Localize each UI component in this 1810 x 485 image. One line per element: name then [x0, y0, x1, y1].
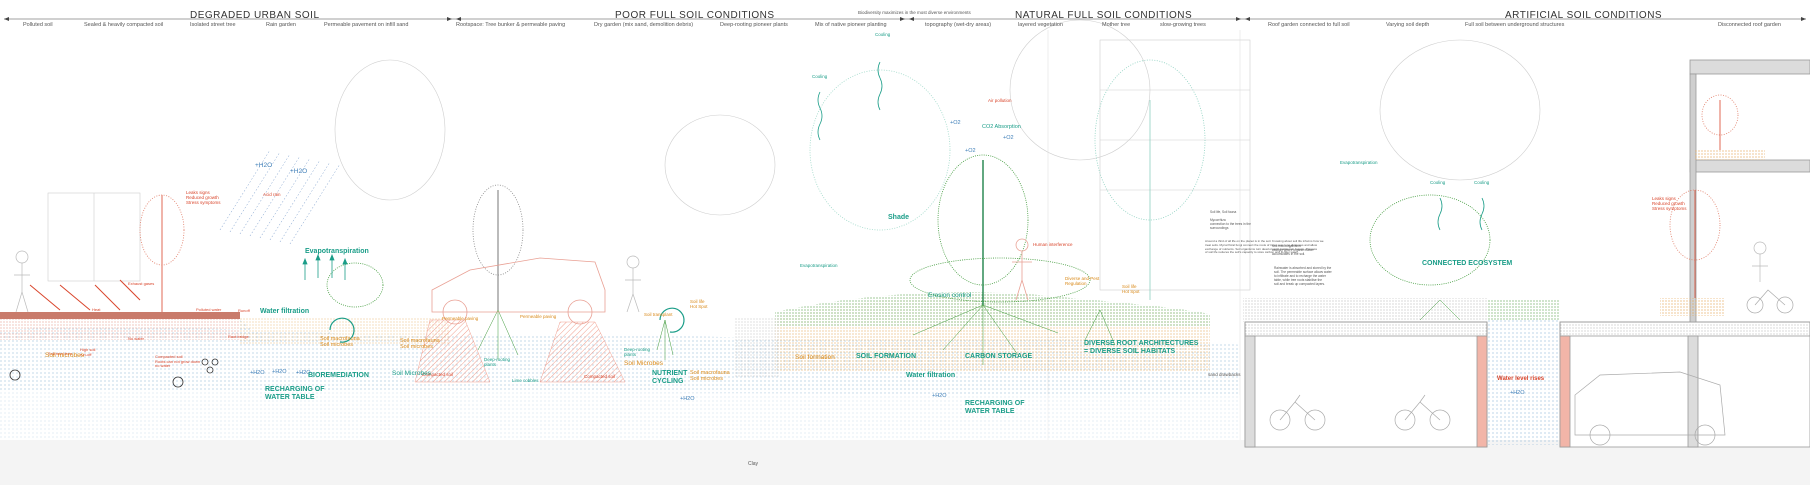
label-orange: Soil life Hot Spot	[690, 299, 708, 309]
text-note: Around a third of all life on the planet…	[1205, 240, 1275, 255]
subtitle: Rootspace: Tree bunker & permeable pavin…	[456, 22, 565, 28]
label-teal: Erosion control	[928, 292, 971, 299]
label-teal: RECHARGING OF WATER TABLE	[965, 400, 1025, 416]
car-icon	[432, 258, 605, 324]
label-blue: +H2O	[250, 370, 265, 376]
label-teal: CO2 Absorption	[982, 124, 1021, 130]
label-red: Air pollution	[988, 98, 1012, 103]
label-teal: Cooling	[875, 32, 890, 37]
subtitle: Varying soil depth	[1386, 22, 1429, 28]
subtitle: topography (wet-dry areas)	[925, 22, 991, 28]
label-red: Root bridge	[228, 335, 249, 340]
label-orange: Soil Microbes	[624, 360, 663, 367]
text-note: Mycorrhiza connection to the trees in th…	[1210, 218, 1250, 230]
subtitle: Roof garden connected to full soil	[1268, 22, 1350, 28]
label-blue: +H2O	[272, 369, 287, 375]
natural-soil	[735, 292, 1210, 378]
label-teal: Water filtration	[260, 308, 309, 316]
label-orange: Permeable paving	[520, 314, 556, 319]
label-orange: Soil macrofauna Soil microbes	[320, 336, 360, 349]
label-teal: CONNECTED ECOSYSTEM	[1422, 260, 1512, 268]
label-orange: Permeable paving	[442, 316, 478, 321]
subtitle: Sealed & heavily compacted soil	[84, 22, 163, 28]
subtitle: Disconnected roof garden	[1718, 22, 1781, 28]
label-teal: Evapotranspiration	[305, 248, 369, 256]
subtitle: Mix of native pioneer planting	[815, 22, 887, 28]
label-orange: Soil macrofauna Soil microbes	[400, 338, 440, 351]
label-blue: +H2O	[255, 162, 272, 169]
text-note: Soil microorganisms multiply where organ…	[1272, 244, 1332, 256]
text-note: Soil life, Soil fauna	[1210, 210, 1250, 214]
label-red: Water level rises	[1497, 376, 1544, 383]
label-teal: Evapotranspiration	[1340, 160, 1378, 165]
label-teal: Deep-rooting plants	[484, 357, 510, 367]
subtitle: layered vegetation	[1018, 22, 1063, 28]
label-teal: BIOREMEDIATION	[308, 372, 369, 380]
label-red: Runoff	[238, 309, 250, 314]
label-red: Leaks signs Reduced growth Stress sympto…	[186, 190, 221, 206]
person-icon-red	[1012, 239, 1032, 300]
label-teal: Cooling	[1430, 180, 1445, 185]
subtitle: Dry garden (mix sand, demolition debris)	[594, 22, 693, 28]
subtitle: Isolated street tree	[190, 22, 236, 28]
subtitle: Deep-rooting pioneer plants	[720, 22, 788, 28]
trees	[140, 60, 1738, 312]
section-title-natural: NATURAL FULL SOIL CONDITIONS	[1015, 10, 1192, 21]
label-grey: sand drawbacks	[1208, 372, 1241, 377]
subtitle: Full soil between underground structures	[1465, 22, 1564, 28]
subtitle: Mother tree	[1102, 22, 1130, 28]
subtitle: Permeable pavement on infill sand	[324, 22, 408, 28]
label-teal: Deep-rooting plants	[624, 347, 650, 357]
label-orange: Soil microbes	[45, 352, 84, 359]
label-blue: +H2O	[296, 370, 311, 376]
label-teal: Cooling	[812, 74, 827, 79]
label-blue: +H2O	[1510, 390, 1525, 396]
label-orange: Diverse and Pest Regulation	[1065, 276, 1099, 286]
label-teal: Soil Microbes	[392, 370, 431, 377]
label-red: Compacted soil Roots can not grow down n…	[155, 355, 200, 369]
label-red: Human interference	[1033, 242, 1073, 247]
label-red: Compacted soil	[584, 374, 615, 379]
label-teal: Cooling	[1474, 180, 1489, 185]
label-orange: Soil transplant	[644, 312, 673, 317]
label-teal: DIVERSE ROOT ARCHITECTURES = DIVERSE SOI…	[1084, 340, 1198, 356]
label-blue: +O2	[950, 120, 961, 126]
label-red: Polluted water	[196, 308, 221, 313]
label-red: Heat	[92, 308, 100, 313]
label-blue: +O2	[1003, 135, 1014, 141]
label-grey: Clay	[748, 462, 758, 468]
label-teal: RECHARGING OF WATER TABLE	[265, 386, 325, 402]
text-note: Rainwater is absorbed and stored by the …	[1274, 266, 1334, 286]
label-red: Acid rain	[263, 192, 281, 197]
section-title-artificial: ARTIFICIAL SOIL CONDITIONS	[1505, 10, 1662, 21]
subtitle: Rain garden	[266, 22, 296, 28]
section-title-degraded: DEGRADED URBAN SOIL	[190, 10, 320, 21]
label-blue: +O2	[965, 148, 976, 154]
arrow-icon	[30, 280, 140, 310]
subtitle: slow-growing trees	[1160, 22, 1206, 28]
label-teal: Lime cobbles	[512, 378, 539, 383]
label-red: No water	[128, 337, 144, 342]
label-red: Exhaust gases	[128, 282, 154, 287]
label-teal: SOIL FORMATION	[856, 353, 916, 361]
label-orange: Soil formation	[795, 354, 835, 361]
section-title-poor: POOR FULL SOIL CONDITIONS	[615, 10, 775, 21]
label-blue: +H2O	[290, 168, 307, 175]
top-note: Biodiversity maximizes in the most diver…	[858, 10, 971, 15]
label-teal: CARBON STORAGE	[965, 353, 1032, 361]
label-orange: Soil life Hot Spot	[1122, 284, 1140, 294]
label-teal: Water filtration	[906, 372, 955, 380]
label-teal: Shade	[888, 214, 909, 222]
subtitle: Polluted soil	[23, 22, 53, 28]
label-blue: +H2O	[932, 393, 947, 399]
label-orange: Soil macrofauna Soil microbes	[690, 370, 730, 383]
label-blue: +H2O	[680, 396, 695, 402]
label-teal: NUTRIENT CYCLING	[652, 370, 687, 386]
label-teal: Evapotranspiration	[800, 263, 838, 268]
label-red: Leaks signs Reduced growth Stress sympto…	[1652, 196, 1687, 212]
